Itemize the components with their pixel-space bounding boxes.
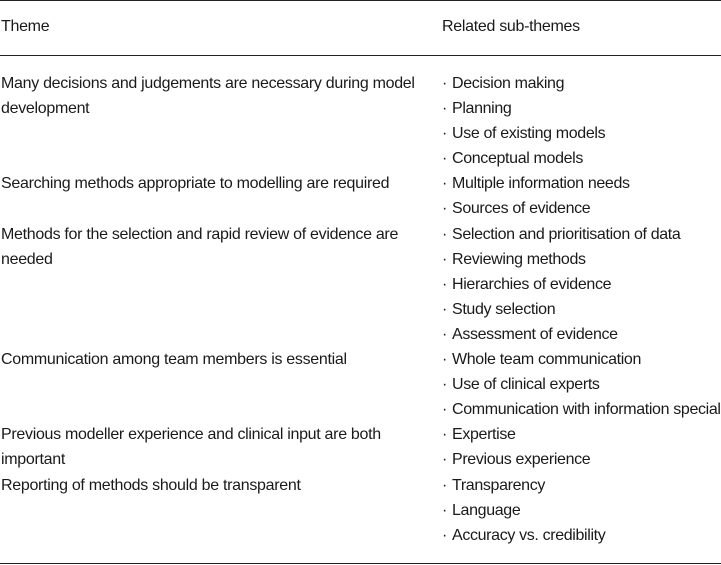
- sub-theme-label: Assessment of evidence: [452, 325, 618, 343]
- bullet-icon: ·: [442, 526, 447, 544]
- bullet-icon: ·: [442, 376, 447, 394]
- theme-cell: Reporting of methods should be transpare…: [1, 476, 301, 494]
- bullet-icon: ·: [442, 275, 447, 293]
- sub-theme-item: · Sources of evidence: [442, 196, 721, 221]
- bullet-icon: ·: [442, 100, 447, 118]
- sub-theme-label: Reviewing methods: [452, 250, 586, 268]
- bullet-icon: ·: [442, 125, 447, 143]
- sub-theme-item: · Accuracy vs. credibility: [442, 523, 721, 548]
- sub-theme-item: · Conceptual models: [442, 146, 721, 171]
- column-header-sub-themes: Related sub-themes: [442, 18, 580, 35]
- sub-theme-label: Use of clinical experts: [452, 376, 600, 394]
- sub-theme-item: · Decision making: [442, 71, 721, 96]
- theme-cell: Communication among team members is esse…: [1, 351, 347, 369]
- sub-theme-list: · Decision making · Planning · Use of existin…: [0, 71, 721, 171]
- sub-theme-list: · Whole team communication · Use of clinica…: [0, 347, 721, 422]
- table-row: Reporting of methods should be transpare…: [0, 473, 721, 548]
- sub-theme-label: Transparency: [452, 476, 546, 494]
- sub-theme-item: · Previous experience: [442, 447, 721, 472]
- sub-theme-item: · Assessment of evidence: [442, 322, 721, 347]
- sub-theme-label: Expertise: [452, 426, 516, 444]
- column-header-theme: Theme: [1, 18, 50, 35]
- bullet-icon: ·: [442, 250, 447, 268]
- theme-cell: Methods for the selection and rapid revi…: [1, 225, 399, 268]
- sub-theme-label: Multiple information needs: [452, 175, 630, 193]
- theme-cell: Many decisions and judgements are necess…: [1, 75, 415, 117]
- table-body: Many decisions and judgements are necess…: [0, 71, 721, 548]
- sub-theme-label: Hierarchies of evidence: [452, 275, 612, 293]
- table-row: Methods for the selection and rapid revi…: [0, 222, 721, 347]
- sub-theme-list: · Multiple information needs · Sources of e…: [0, 171, 721, 221]
- sub-theme-label: Study selection: [452, 300, 556, 318]
- bullet-icon: ·: [442, 175, 447, 193]
- sub-theme-list: · Expertise · Previous experience: [0, 422, 721, 472]
- bullet-icon: ·: [442, 200, 447, 218]
- table-bottom-rule: [0, 563, 721, 564]
- table-row: Communication among team members is esse…: [0, 347, 721, 422]
- sub-theme-label: Accuracy vs. credibility: [452, 526, 606, 544]
- sub-theme-item: · Expertise: [442, 422, 721, 447]
- sub-theme-label: Language: [452, 501, 521, 519]
- table-row: Previous modeller experience and clinica…: [0, 422, 721, 472]
- bullet-icon: ·: [442, 426, 447, 444]
- sub-theme-item: · Reviewing methods: [442, 247, 721, 272]
- bullet-icon: ·: [442, 325, 447, 343]
- header-divider-rule: [0, 55, 721, 56]
- bullet-icon: ·: [442, 501, 447, 519]
- bullet-icon: ·: [442, 451, 447, 469]
- table-row: Searching methods appropriate to modelli…: [0, 171, 721, 221]
- bullet-icon: ·: [442, 150, 447, 168]
- sub-theme-label: Communication with information specialis…: [452, 401, 721, 419]
- sub-theme-item: · Language: [442, 498, 721, 523]
- sub-theme-item: · Selection and prioritisation of data: [442, 222, 721, 247]
- sub-theme-list: · Selection and prioritisation of data · Re…: [0, 222, 721, 347]
- sub-theme-item: · Transparency: [442, 473, 721, 498]
- bullet-icon: ·: [442, 75, 447, 92]
- sub-theme-item: · Whole team communication: [442, 347, 721, 372]
- bullet-icon: ·: [442, 300, 447, 318]
- sub-theme-label: Selection and prioritisation of data: [452, 225, 681, 243]
- sub-theme-list: · Transparency · Language · Accuracy vs. cred…: [0, 473, 721, 548]
- sub-theme-label: Conceptual models: [452, 150, 584, 168]
- sub-theme-label: Previous experience: [452, 451, 591, 469]
- bullet-icon: ·: [442, 401, 447, 419]
- sub-theme-item: · Planning: [442, 96, 721, 121]
- sub-theme-label: Use of existing models: [452, 125, 606, 143]
- sub-theme-item: · Use of existing models: [442, 121, 721, 146]
- sub-theme-item: · Hierarchies of evidence: [442, 272, 721, 297]
- sub-theme-label: Planning: [452, 100, 512, 118]
- sub-theme-label: Whole team communication: [452, 351, 642, 369]
- table-row: Many decisions and judgements are necess…: [0, 71, 721, 171]
- sub-theme-label: Sources of evidence: [452, 200, 591, 218]
- theme-cell: Searching methods appropriate to modelli…: [1, 175, 390, 193]
- sub-theme-item: · Multiple information needs: [442, 171, 721, 196]
- bullet-icon: ·: [442, 351, 447, 369]
- bullet-icon: ·: [442, 476, 447, 494]
- sub-theme-label: Decision making: [452, 75, 565, 92]
- sub-theme-item: · Study selection: [442, 297, 721, 322]
- bullet-icon: ·: [442, 225, 447, 243]
- sub-theme-item: · Communication with information speciali…: [442, 397, 721, 422]
- sub-theme-item: · Use of clinical experts: [442, 372, 721, 397]
- theme-cell: Previous modeller experience and clinica…: [1, 426, 381, 469]
- table-top-rule: [0, 0, 721, 1]
